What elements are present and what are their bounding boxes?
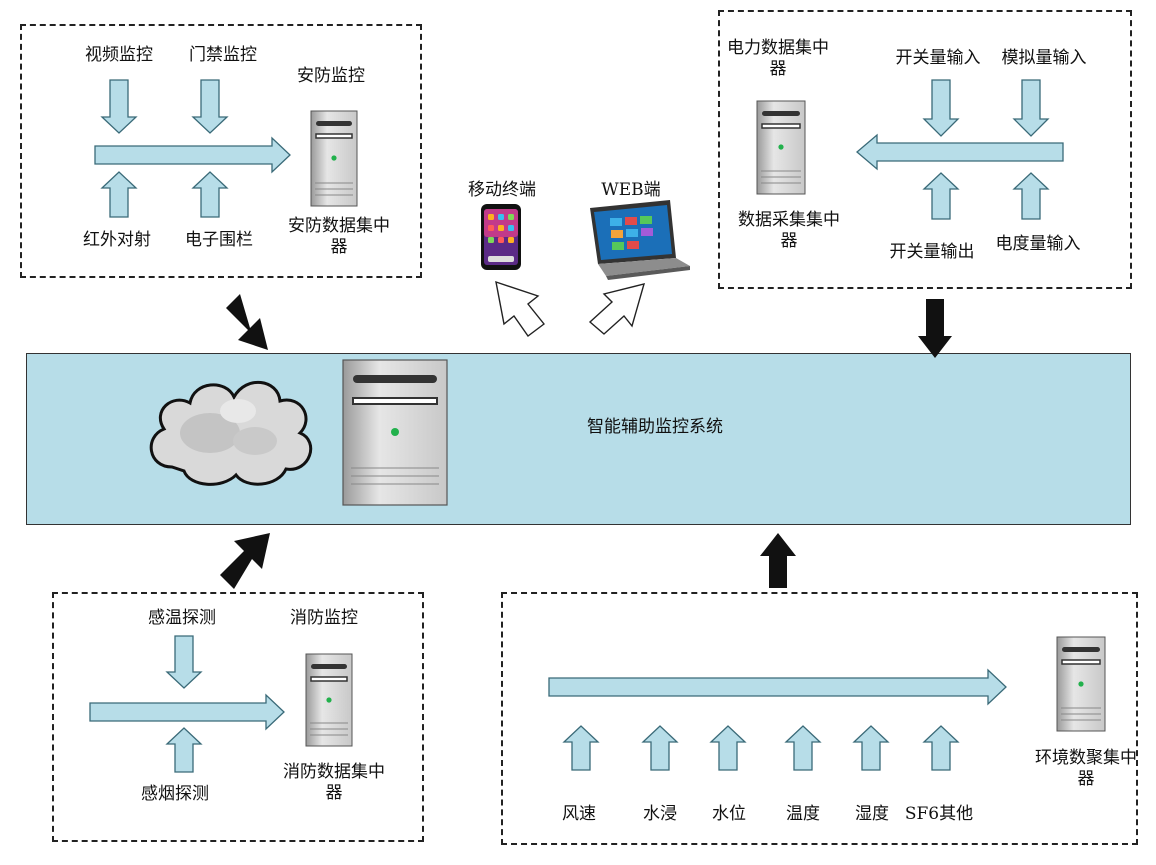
down-arrow-icon: [922, 79, 960, 137]
up-arrow-icon: [784, 725, 822, 771]
up-arrow-icon: [922, 725, 960, 771]
security-title: 安防监控: [297, 66, 365, 86]
fire-title: 消防监控: [290, 608, 358, 628]
left-arrow-icon: [855, 133, 1064, 171]
right-arrow-icon: [94, 136, 291, 174]
security-input-access: 门禁监控: [189, 45, 257, 65]
right-arrow-icon: [548, 668, 1007, 706]
down-arrow-icon: [165, 635, 203, 689]
central-system-title: 智能辅助监控系统: [587, 417, 723, 437]
down-right-arrow-icon: [226, 294, 268, 350]
security-monitoring-box: [20, 24, 422, 278]
power-data-box: [718, 10, 1132, 289]
fire-input-temperature: 感温探测: [148, 608, 216, 628]
power-input-switch: 开关量输入: [895, 48, 981, 68]
power-input-energy: 电度量输入: [995, 234, 1081, 254]
down-arrow-icon: [918, 299, 952, 358]
up-arrow-icon: [100, 171, 138, 218]
down-arrow-icon: [1012, 79, 1050, 137]
up-arrow-icon: [922, 172, 960, 220]
security-input-video: 视频监控: [85, 45, 153, 65]
down-arrow-icon: [100, 79, 138, 134]
power-input-analog: 模拟量输入: [1001, 48, 1087, 68]
right-arrow-icon: [89, 693, 285, 731]
down-arrow-icon: [191, 79, 229, 134]
environment-concentrator-label: 环境数聚集中器: [1035, 748, 1137, 789]
up-arrow-icon: [852, 725, 890, 771]
power-output-switch: 开关量输出: [889, 242, 975, 262]
fire-input-smoke: 感烟探测: [141, 784, 209, 804]
up-arrow-icon: [191, 171, 229, 218]
up-arrow-icon: [562, 725, 600, 771]
up-right-arrow-icon: [588, 283, 646, 335]
up-arrow-icon: [641, 725, 679, 771]
security-input-infrared: 红外对射: [83, 230, 151, 250]
up-arrow-icon: [760, 533, 796, 588]
env-sensor-wind: 风速: [562, 804, 596, 824]
fire-monitoring-box: [52, 592, 424, 842]
fire-concentrator-label: 消防数据集中器: [283, 762, 385, 803]
power-title: 电力数据集中器: [727, 38, 829, 79]
env-sensor-flood: 水浸: [643, 804, 677, 824]
up-right-arrow-icon: [220, 533, 270, 589]
security-concentrator-label: 安防数据集中器: [288, 216, 390, 257]
power-concentrator-label: 数据采集集中器: [738, 210, 840, 251]
up-arrow-icon: [165, 727, 203, 773]
security-input-fence: 电子围栏: [185, 230, 253, 250]
env-sensor-temperature: 温度: [786, 804, 820, 824]
up-arrow-icon: [1012, 172, 1050, 220]
up-left-arrow-icon: [495, 280, 545, 337]
web-terminal-label: WEB端: [601, 180, 661, 200]
environment-monitoring-box: [501, 592, 1138, 845]
env-sensor-waterlevel: 水位: [712, 804, 746, 824]
up-arrow-icon: [709, 725, 747, 771]
env-sensor-sf6-other: SF6其他: [904, 804, 974, 824]
mobile-terminal-label: 移动终端: [468, 180, 536, 200]
env-sensor-humidity: 湿度: [855, 804, 889, 824]
